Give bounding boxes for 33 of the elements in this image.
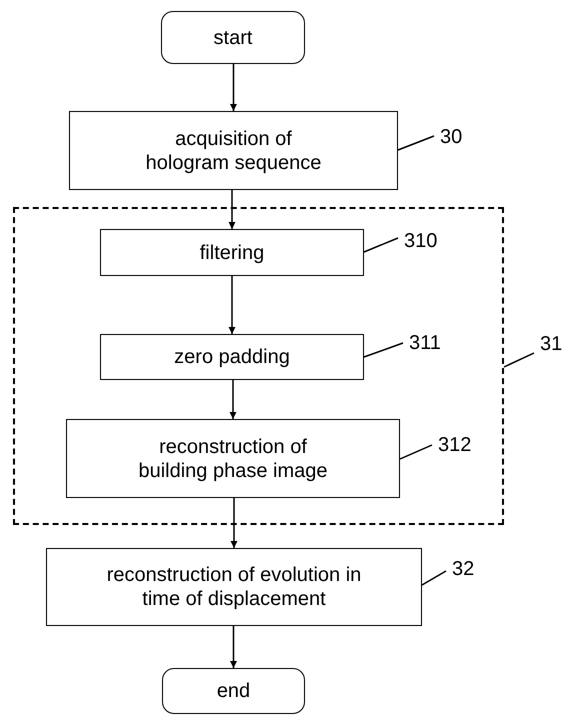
process-box	[69, 111, 398, 190]
process-box	[66, 419, 400, 498]
leader-line	[364, 342, 404, 358]
leader-line	[422, 570, 446, 586]
step-label: acquisition of hologram sequence	[144, 126, 322, 174]
leader-line	[364, 237, 398, 253]
step-label: zero padding	[174, 345, 290, 369]
step-label: end	[216, 679, 250, 703]
arrow	[228, 276, 236, 334]
leader-line	[504, 352, 534, 368]
step-label: reconstruction of evolution in time of displacement	[106, 563, 362, 611]
leader-line	[398, 135, 434, 151]
arrow	[230, 64, 237, 111]
dashed-group-box	[13, 207, 504, 525]
callout-number: 32	[452, 557, 474, 581]
arrow	[230, 498, 238, 548]
arrow	[230, 380, 236, 419]
end-terminal	[162, 668, 305, 714]
callout-number: 311	[409, 331, 441, 355]
process-box	[100, 334, 364, 380]
callout-number: 312	[438, 433, 472, 457]
callout-number: 31	[540, 332, 562, 356]
callout-number: 310	[404, 229, 438, 253]
process-box	[100, 229, 364, 276]
start-terminal	[161, 11, 305, 64]
step-label: start	[214, 26, 252, 50]
step-label: filtering	[200, 240, 264, 264]
process-box	[46, 548, 422, 626]
arrow	[228, 190, 236, 229]
arrow	[230, 626, 237, 668]
step-label: reconstruction of building phase image	[137, 434, 329, 482]
leader-line	[400, 444, 432, 460]
callout-number: 30	[440, 125, 462, 149]
